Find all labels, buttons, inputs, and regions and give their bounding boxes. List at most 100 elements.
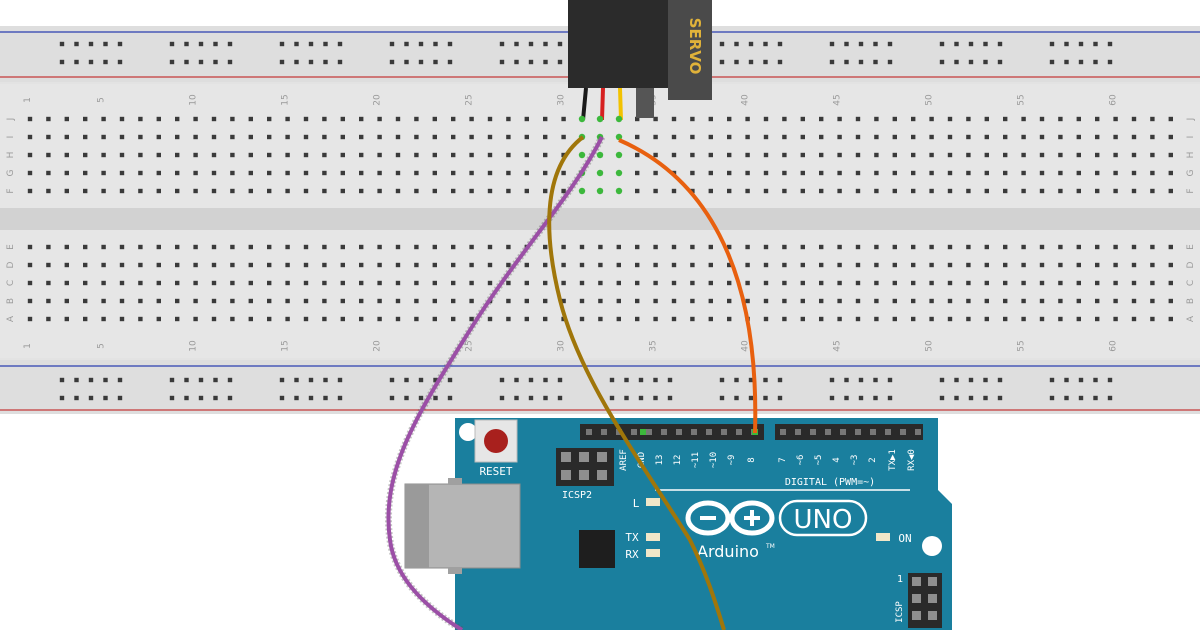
header-pin-label: 7 <box>778 457 788 462</box>
breadboard-hole <box>1003 134 1008 140</box>
breadboard-hole <box>432 170 437 176</box>
rail-hole <box>844 59 849 65</box>
rail-hole <box>294 41 299 47</box>
breadboard-hole <box>1021 262 1026 268</box>
breadboard-hole <box>119 280 125 286</box>
breadboard-hole <box>1113 134 1118 140</box>
breadboard-hole <box>1076 188 1081 194</box>
breadboard-hole <box>690 244 695 250</box>
rail-hole <box>514 395 519 401</box>
breadboard-hole <box>1150 170 1155 176</box>
breadboard-hole <box>359 116 364 122</box>
led-rx <box>646 549 660 557</box>
rail-hole <box>887 59 893 65</box>
breadboard-hole <box>469 152 474 158</box>
rail-hole <box>997 395 1003 401</box>
breadboard-hole <box>230 316 235 322</box>
breadboard-hole <box>1150 316 1155 322</box>
breadboard-hole <box>211 244 217 250</box>
breadboard-hole <box>432 298 437 304</box>
breadboard-hole <box>1076 170 1081 176</box>
breadboard-hole <box>929 280 934 286</box>
ground-wire <box>547 135 726 631</box>
digital-label: DIGITAL (PWM=~) <box>785 477 875 488</box>
breadboard-hole <box>395 134 401 140</box>
header-pin <box>691 429 697 435</box>
breadboard-hole <box>1039 134 1045 140</box>
breadboard-hole <box>267 244 272 250</box>
breadboard-hole <box>506 188 511 194</box>
breadboard-hole <box>1039 244 1045 250</box>
column-number: 55 <box>1017 94 1027 105</box>
breadboard-hole <box>690 134 695 140</box>
breadboard-hole <box>855 152 861 158</box>
rail-hole <box>169 377 175 383</box>
breadboard-hole <box>469 116 474 122</box>
rail-hole <box>418 59 424 65</box>
breadboard-hole <box>1058 152 1063 158</box>
icsp2-pin <box>579 452 589 462</box>
breadboard-hole <box>1003 316 1008 322</box>
breadboard-hole <box>763 280 769 286</box>
rail-hole <box>777 59 783 65</box>
row-letter: J <box>6 118 16 122</box>
breadboard-hole <box>340 262 345 268</box>
reset-button[interactable] <box>484 429 508 453</box>
breadboard-hole <box>543 116 548 122</box>
rail-hole <box>1107 59 1113 65</box>
breadboard-hole <box>635 316 640 322</box>
breadboard-hole <box>395 152 401 158</box>
breadboard-hole <box>708 262 713 268</box>
breadboard-hole <box>359 244 364 250</box>
breadboard-hole <box>395 298 401 304</box>
rail-hole <box>557 395 563 401</box>
breadboard-hole <box>64 244 69 250</box>
rail-hole <box>939 41 945 47</box>
rail-hole <box>59 59 65 65</box>
breadboard-hole <box>101 188 106 194</box>
breadboard-hole <box>1039 262 1045 268</box>
breadboard-hole <box>1131 262 1137 268</box>
breadboard-hole <box>727 244 732 250</box>
rail-hole <box>74 41 79 47</box>
header-pin-label: ~10 <box>709 452 719 468</box>
breadboard-hole <box>1021 134 1026 140</box>
breadboard-hole <box>690 262 695 268</box>
rail-hole <box>279 41 285 47</box>
breadboard-hole <box>230 244 235 250</box>
breadboard-hole <box>101 298 106 304</box>
breadboard-hole <box>653 170 658 176</box>
breadboard-hole <box>1021 170 1026 176</box>
rail-hole <box>667 395 673 401</box>
rail-hole <box>719 395 725 401</box>
breadboard-hole <box>175 134 180 140</box>
breadboard-hole <box>1058 244 1063 250</box>
breadboard-hole <box>64 152 69 158</box>
breadboard-hole <box>27 152 33 158</box>
rail-hole <box>117 41 123 47</box>
icsp2-pin <box>579 470 589 480</box>
rail-hole <box>954 59 959 65</box>
breadboard-hole <box>911 152 916 158</box>
row-letter: I <box>6 136 16 139</box>
header-pin <box>915 429 921 435</box>
breadboard-hole <box>1003 244 1008 250</box>
breadboard-hole <box>64 134 69 140</box>
breadboard-hole <box>543 280 548 286</box>
rail-hole <box>667 377 673 383</box>
servo-wire <box>581 87 588 121</box>
breadboard-hole <box>451 170 456 176</box>
icsp-pin <box>928 577 937 586</box>
header-pin-label: 12 <box>673 455 683 466</box>
breadboard-hole <box>966 116 971 122</box>
breadboard-hole <box>745 244 750 250</box>
breadboard-hole <box>1076 298 1081 304</box>
breadboard-hole <box>635 152 640 158</box>
breadboard-hole <box>506 116 511 122</box>
breadboard-hole <box>543 262 548 268</box>
breadboard-hole <box>653 262 658 268</box>
rail-hole <box>433 59 438 65</box>
row-letter: A <box>1186 315 1196 322</box>
jumper-wires <box>385 135 758 633</box>
